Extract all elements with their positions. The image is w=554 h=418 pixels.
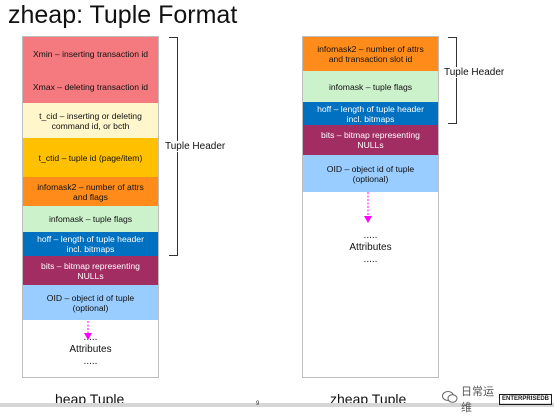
- heap-cell-7: bits – bitmap representing NULLs: [23, 256, 158, 285]
- zheap-cell-label: OID – object id of tuple (optional): [326, 163, 415, 184]
- zheap-attributes: ..... Attributes .....: [302, 230, 439, 266]
- zheap-cell-label: infomask2 – number of attrs and transact…: [317, 44, 424, 64]
- zheap-cell-3: bits – bitmap representing NULLs: [303, 125, 438, 155]
- heap-cell-6: hoff – length of tuple header incl. bitm…: [23, 232, 158, 256]
- heap-cell-4: infomask2 – number of attrs and flags: [23, 177, 158, 206]
- heap-cell-2: t_cid – inserting or deleting command id…: [23, 103, 158, 138]
- heap-cell-0: Xmin – inserting transaction id: [23, 37, 158, 70]
- heap-cell-label: infomask2 – number of attrs and flags: [37, 181, 144, 202]
- zheap-cell-1: infomask – tuple flags: [303, 71, 438, 102]
- zheap-arrow-icon: [364, 192, 372, 223]
- heap-arrow-icon: [84, 321, 92, 340]
- zheap-header-label: Tuple Header: [443, 67, 506, 78]
- watermark: 日常运维 ENTERPRISEDB: [442, 384, 552, 414]
- zheap-cell-label: infomask – tuple flags: [328, 81, 413, 92]
- heap-cell-label: Xmin – inserting transaction id: [32, 48, 149, 59]
- watermark-text: 日常运维: [461, 386, 494, 414]
- heap-cell-1: Xmax – deleting transaction id: [23, 70, 158, 103]
- heap-cell-label: bits – bitmap representing NULLs: [41, 260, 140, 281]
- zheap-attributes-dots-top: .....: [363, 230, 378, 241]
- zheap-tuple-column: infomask2 – number of attrs and transact…: [302, 36, 439, 378]
- zheap-header-bracket: [448, 37, 457, 124]
- heap-tuple-column: Xmin – inserting transaction id Xmax – de…: [22, 36, 159, 378]
- heap-cell-8: OID – object id of tuple (optional): [23, 285, 158, 320]
- heap-cell-3: t_ctid – tuple id (page/item): [23, 138, 158, 177]
- heap-attributes-label: Attributes: [69, 344, 112, 355]
- wechat-icon: [442, 390, 458, 409]
- heap-cell-label: OID – object id of tuple (optional): [46, 292, 135, 313]
- zheap-attributes-dots-bottom: .....: [363, 254, 378, 265]
- heap-cell-label: hoff – length of tuple header incl. bitm…: [37, 234, 144, 254]
- zheap-cell-0: infomask2 – number of attrs and transact…: [303, 37, 438, 71]
- heap-cell-label: Xmax – deleting transaction id: [32, 81, 149, 92]
- heap-cell-5: infomask – tuple flags: [23, 206, 158, 232]
- enterprisedb-logo: ENTERPRISEDB: [498, 393, 552, 405]
- heap-cell-label: t_ctid – tuple id (page/item): [38, 152, 143, 163]
- page-number: 9: [256, 401, 260, 407]
- heap-cell-label: t_cid – inserting or deleting command id…: [39, 110, 142, 131]
- zheap-cell-2: hoff – length of tuple header incl. bitm…: [303, 102, 438, 125]
- footer-divider: [0, 403, 554, 407]
- zheap-cell-4: OID – object id of tuple (optional): [303, 155, 438, 192]
- zheap-cell-label: bits – bitmap representing NULLs: [321, 130, 420, 150]
- slide-title: zheap: Tuple Format: [8, 1, 238, 29]
- zheap-cell-label: hoff – length of tuple header incl. bitm…: [317, 103, 424, 124]
- heap-attributes-dots-bottom: .....: [83, 356, 98, 367]
- heap-header-label: Tuple Header: [164, 141, 227, 152]
- heap-cell-label: infomask – tuple flags: [48, 214, 133, 224]
- heap-attributes-dots-top: .....: [83, 332, 98, 343]
- zheap-attributes-label: Attributes: [349, 242, 392, 253]
- heap-attributes: ..... Attributes .....: [22, 332, 159, 368]
